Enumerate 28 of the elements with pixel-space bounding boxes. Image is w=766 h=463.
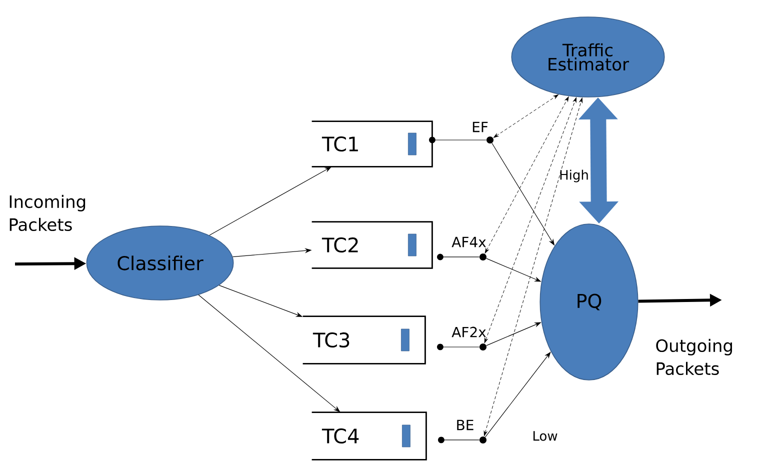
ellipse-node: Traffic Estimator: [511, 16, 665, 98]
dashed-arrow: [484, 96, 569, 254]
text-label: Incoming Packets: [10, 194, 86, 232]
text-label: High: [560, 170, 588, 182]
junction-dot: [480, 436, 486, 444]
dashed-arrow: [494, 94, 558, 138]
queue-box: TC1: [312, 120, 436, 168]
queue-box: TC2: [312, 221, 444, 269]
junction-dot: [480, 343, 486, 350]
edge-label: BE: [457, 420, 474, 430]
node-label: TC4: [322, 428, 359, 444]
dashed-arrow: [484, 97, 577, 344]
dashed-arrow: [484, 98, 583, 436]
queue-box: TC3: [302, 316, 444, 364]
edge-label: EF: [472, 122, 488, 132]
junction-dot: [480, 254, 486, 260]
node-label: TC2: [322, 237, 358, 253]
text-label: Low: [533, 431, 558, 441]
edge-label: AF2x: [452, 326, 486, 338]
node-label: TC3: [312, 332, 350, 348]
ellipse-node: Classifier: [86, 226, 234, 300]
edge-label: AF4x: [452, 236, 486, 248]
queue-box: TC4: [312, 412, 444, 460]
junction-dot: [486, 136, 494, 144]
ellipse-node: PQ: [540, 224, 638, 380]
node-label: TC1: [322, 136, 358, 152]
text-label: Outgoing Packets: [656, 338, 732, 376]
arrow: [198, 294, 340, 412]
